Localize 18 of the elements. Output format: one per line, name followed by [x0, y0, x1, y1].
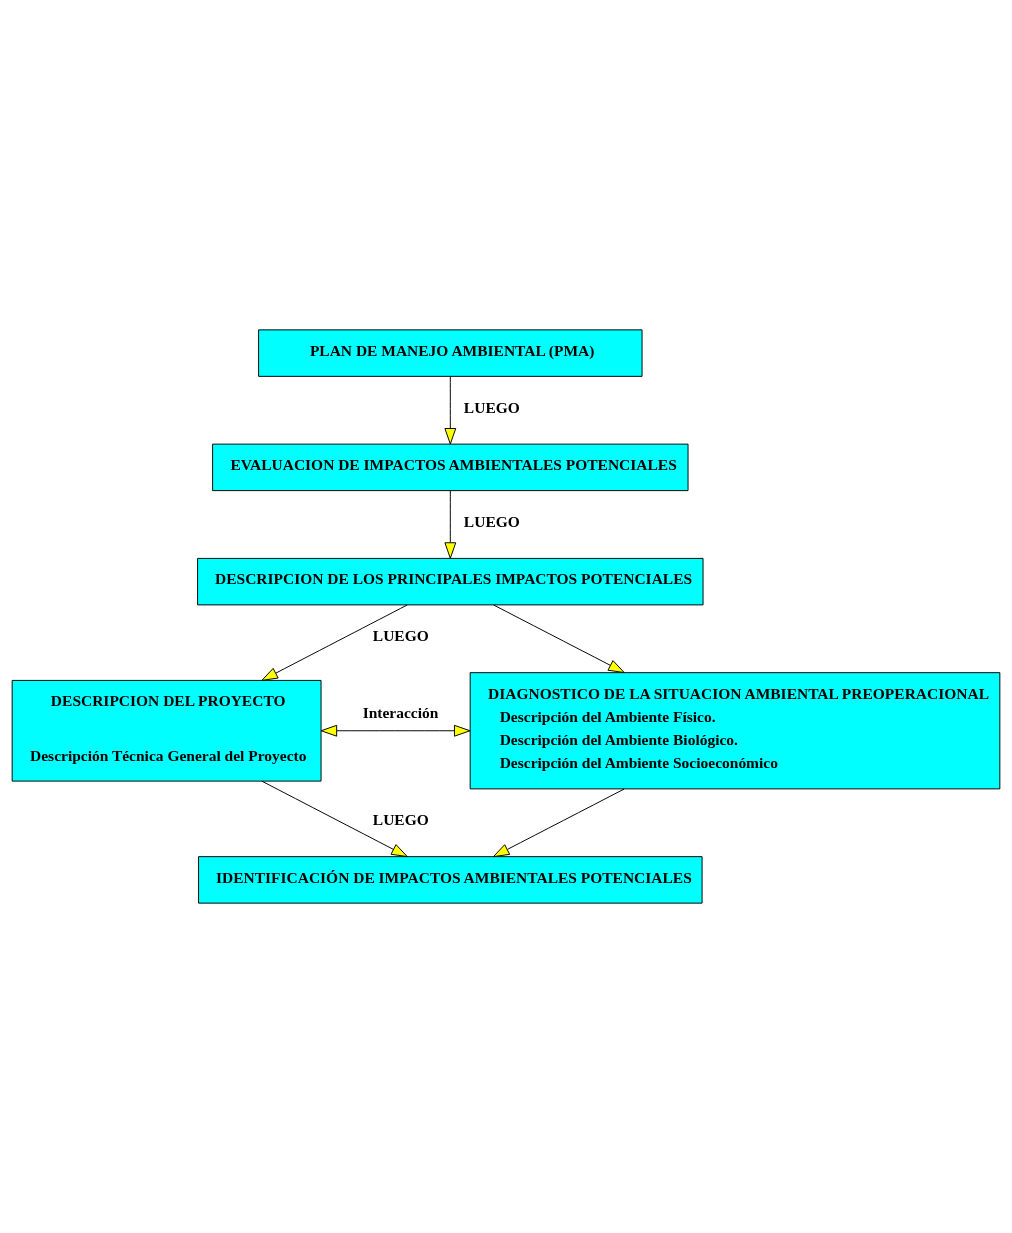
node-box: PLAN DE MANEJO AMBIENTAL (PMA) [258, 329, 643, 377]
node-box: DIAGNOSTICO DE LA SITUACION AMBIENTAL PREOPERACIONAL Descripción del Ambiente Físico. Descripción del Ambiente Biológico. Descripción del Ambiente Socioeconómico [469, 672, 1001, 790]
arrow [492, 788, 625, 858]
node-box: EVALUACION DE IMPACTOS AMBIENTALES POTENCIALES [212, 443, 689, 492]
node-box: DESCRIPCION DEL PROYECTO Descripción Técnica General del Proyecto [11, 679, 322, 782]
arrow [320, 724, 471, 737]
node-box: IDENTIFICACIÓN DE IMPACTOS AMBIENTALES POTENCIALES [198, 856, 703, 904]
arrow [261, 780, 408, 858]
arrow [444, 490, 457, 559]
edge-label: LUEGO [463, 513, 520, 531]
edge-label: LUEGO [463, 398, 520, 416]
arrow [444, 376, 457, 445]
arrow [261, 604, 408, 681]
arrow [493, 604, 625, 673]
node-box: DESCRIPCION DE LOS PRINCIPALES IMPACTOS POTENCIALES [197, 557, 704, 606]
edge-label: Interacción [362, 703, 439, 721]
edge-label: LUEGO [372, 627, 429, 645]
edge-label: LUEGO [372, 811, 429, 829]
